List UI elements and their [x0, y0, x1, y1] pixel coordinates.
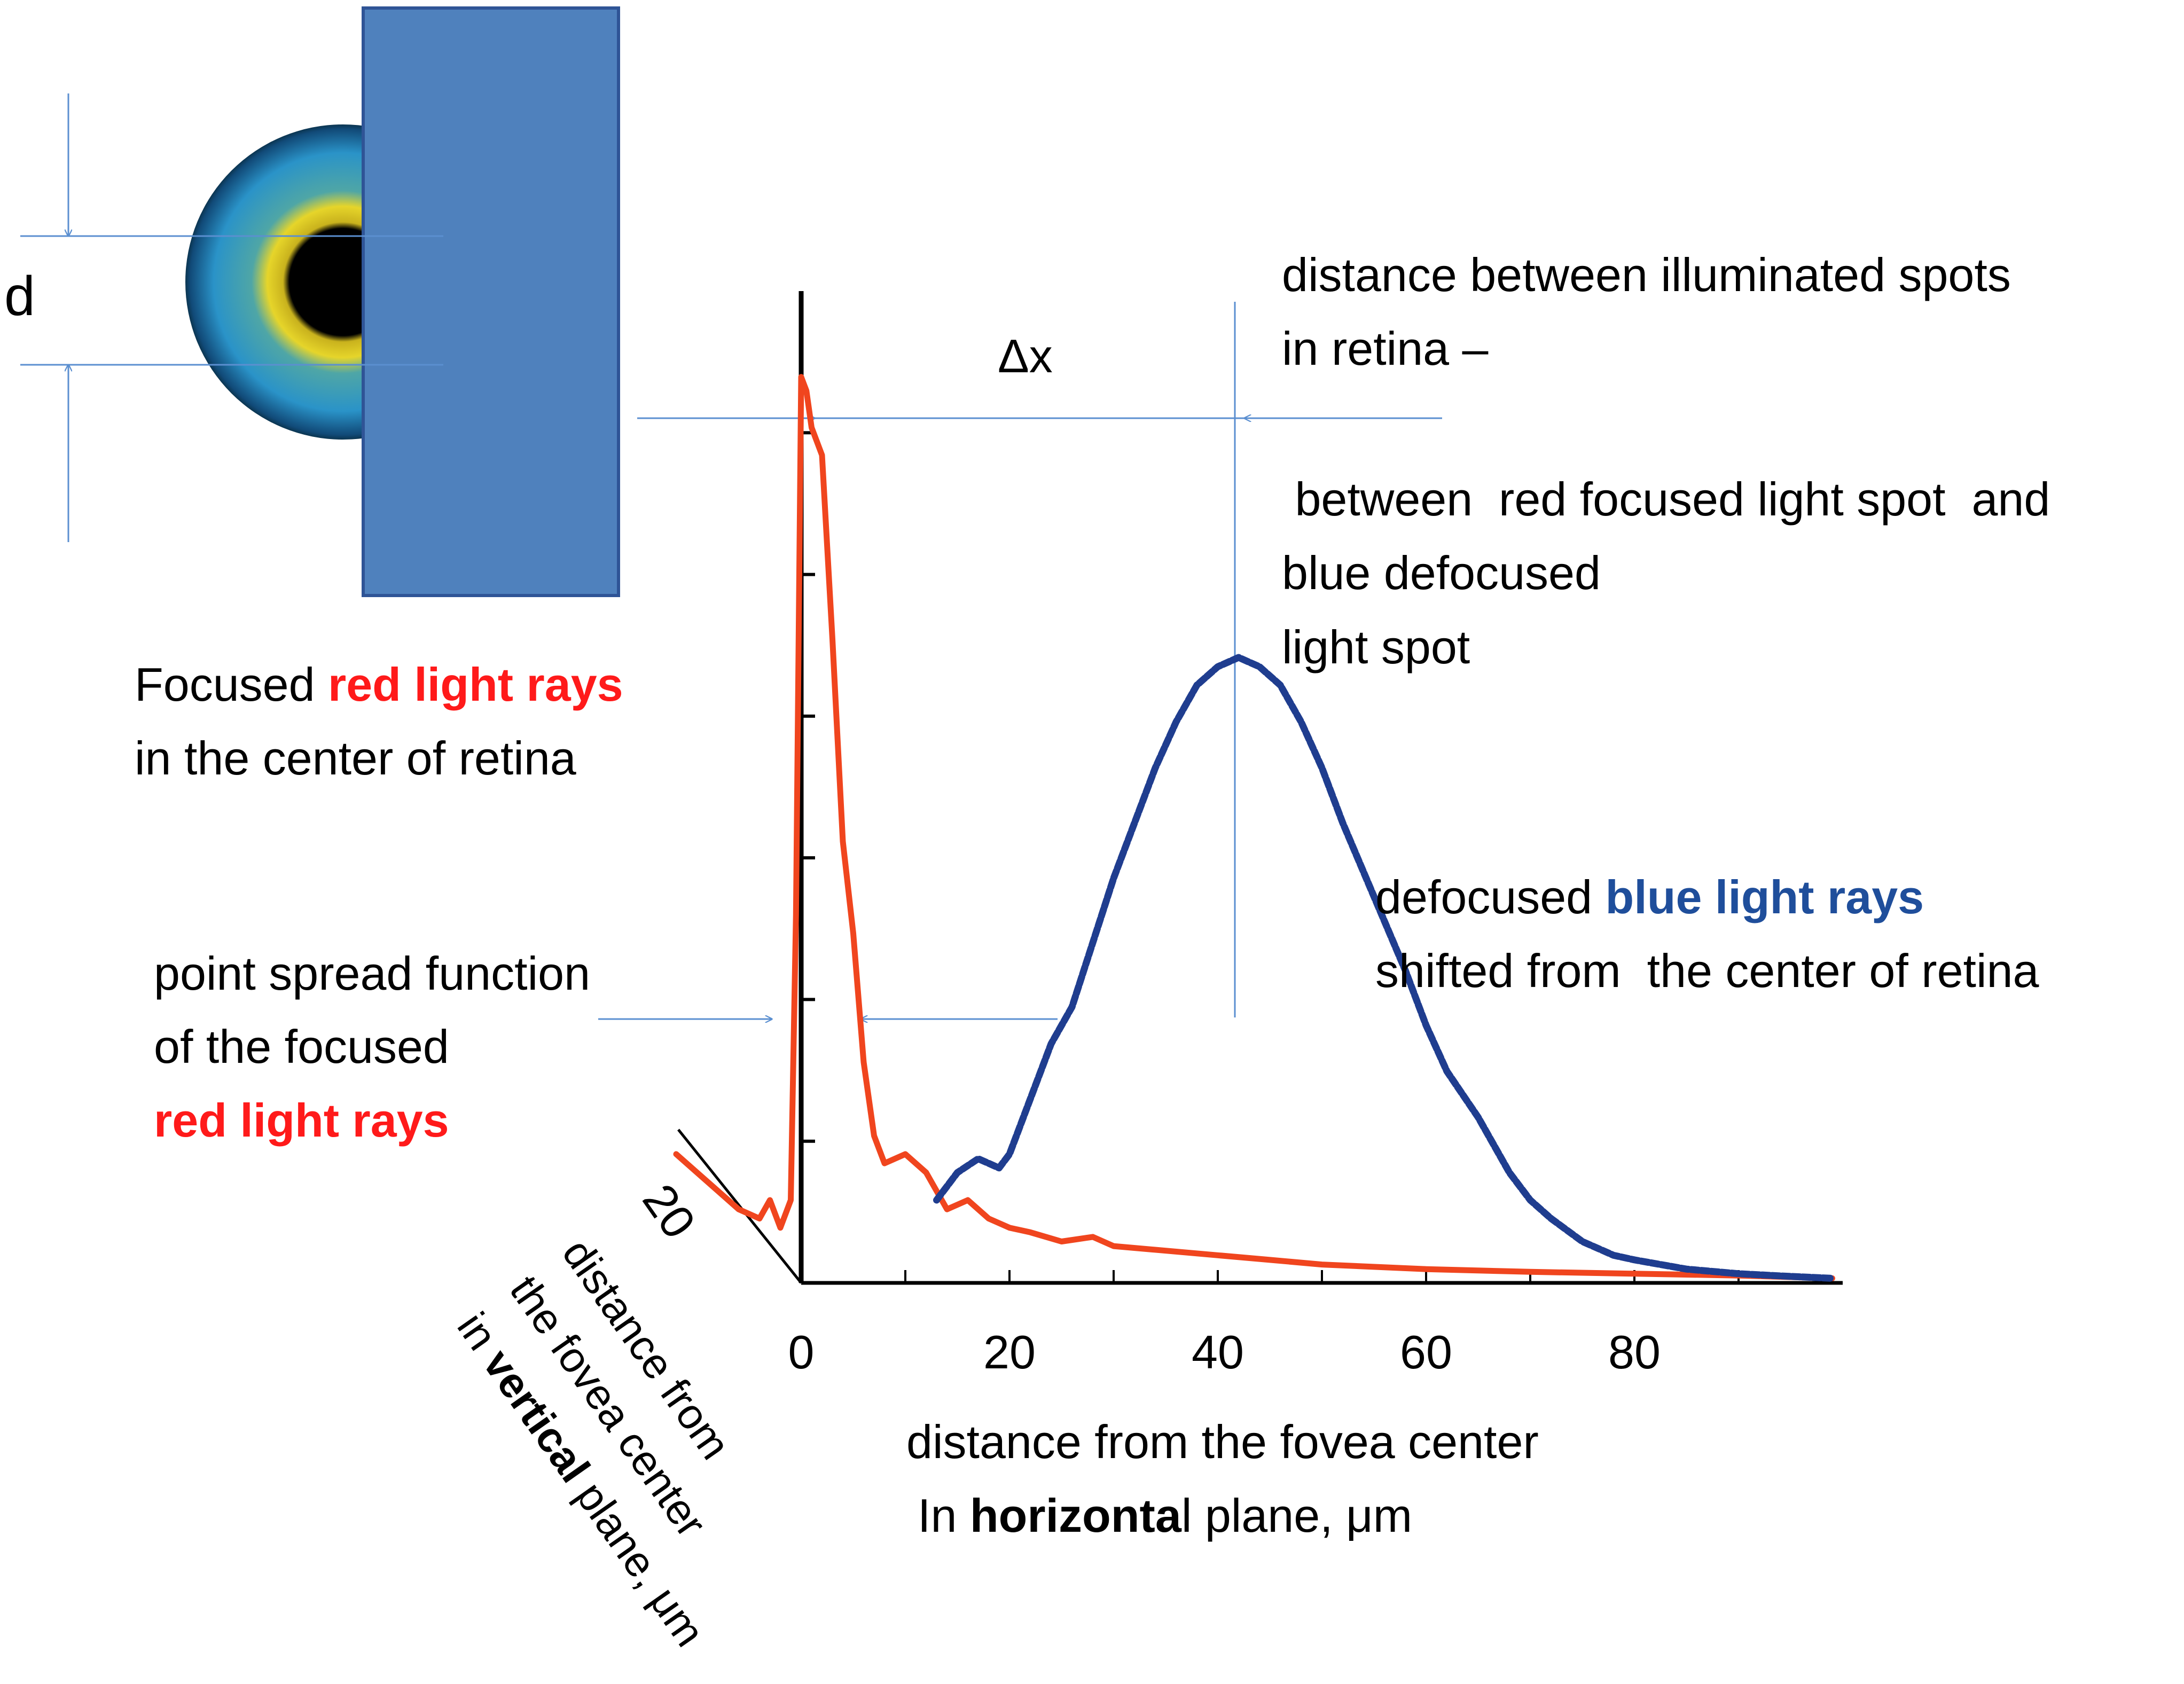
x-axis-label-line1: distance from the fovea center — [906, 1415, 1539, 1468]
focused-prefix: Focused — [135, 658, 328, 711]
distance-line-5: light spot — [1282, 621, 1470, 673]
focused-highlight: red light rays — [328, 658, 623, 711]
x-tick-label: 20 — [983, 1326, 1036, 1378]
psf-annotation: point spread function of the focused red… — [154, 947, 590, 1147]
focused-line-1: Focused red light rays — [135, 658, 623, 711]
z-axis-label: distance from the fovea center in vertic… — [448, 1231, 739, 1655]
psf-chart: 0 20 40 60 80 — [673, 291, 1843, 1378]
x-axis-label-suffix: l plane, μm — [1181, 1489, 1412, 1542]
distance-line-3: between red focused light spot and — [1282, 473, 2050, 526]
psf-line-1: point spread function — [154, 947, 590, 1000]
psf-line-3: red light rays — [154, 1094, 449, 1147]
focused-annotation: Focused red light rays in the center of … — [135, 658, 623, 785]
x-tick-label: 60 — [1400, 1326, 1452, 1378]
defocused-annotation: defocused blue light rays shifted from t… — [1375, 871, 2039, 997]
blue-psf-series-line — [933, 654, 1836, 1282]
defocused-line-2: shifted from the center of retina — [1375, 944, 2039, 997]
series-layer — [673, 374, 1836, 1282]
z-axis-tick-label: 20 — [632, 1174, 706, 1248]
delta-x-label: Δx — [998, 330, 1053, 382]
x-axis-label-line2: In horizontal plane, μm — [918, 1489, 1412, 1542]
defocused-highlight: blue light rays — [1606, 871, 1924, 923]
x-tick-label: 80 — [1608, 1326, 1661, 1378]
focused-line-2: in the center of retina — [135, 732, 576, 785]
distance-line-2: in retina – — [1282, 322, 1489, 375]
z-axis — [677, 1129, 802, 1284]
x-tick-label: 40 — [1192, 1326, 1244, 1378]
aperture-dimension — [20, 93, 443, 542]
x-axis-ticks: 0 20 40 60 80 — [788, 1270, 1740, 1378]
x-tick-label: 0 — [788, 1326, 815, 1378]
distance-line-1: distance between illuminated spots — [1282, 248, 2011, 301]
defocused-line-1: defocused blue light rays — [1375, 871, 1924, 923]
aperture-label: d — [4, 265, 35, 327]
red-psf-series-line — [673, 374, 1835, 1281]
defocused-prefix: defocused — [1375, 871, 1606, 923]
x-axis-label-prefix: In — [918, 1489, 970, 1542]
distance-line-4: blue defocused — [1282, 546, 1601, 599]
psf-line-2: of the focused — [154, 1020, 449, 1073]
eye-cover-block — [362, 6, 620, 597]
x-axis-label-bold: horizonta — [970, 1489, 1182, 1542]
eye-illustration — [185, 6, 620, 597]
distance-annotation: distance between illuminated spots in re… — [1282, 248, 2050, 673]
